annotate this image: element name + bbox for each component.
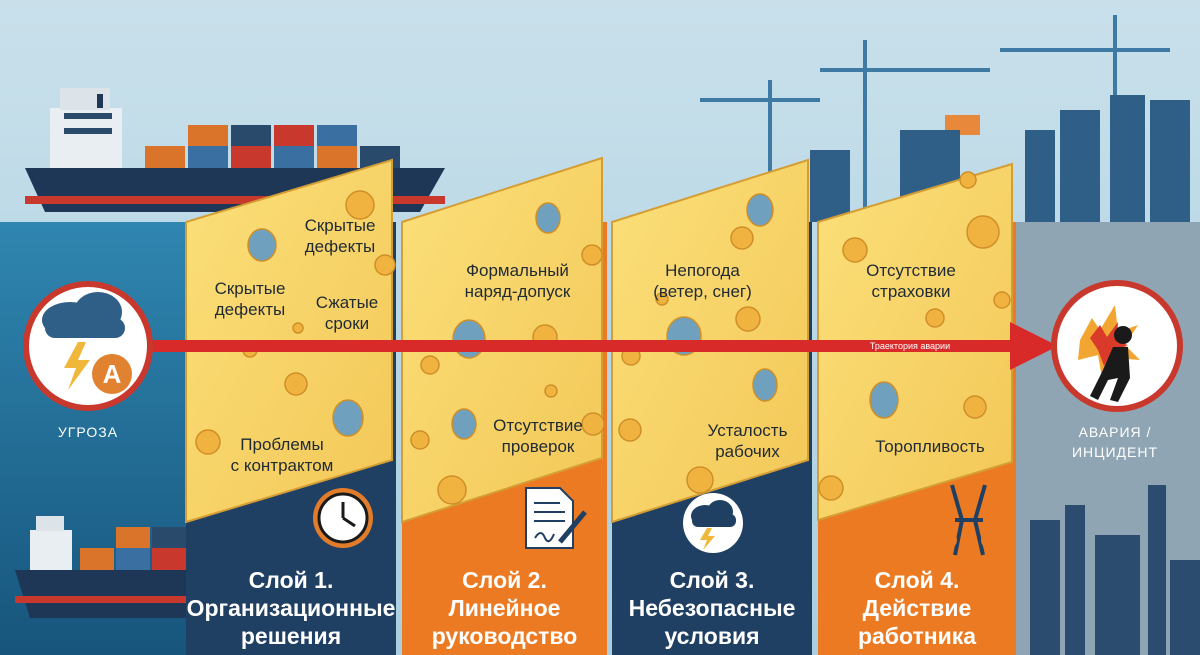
trajectory-arrow	[150, 322, 1058, 370]
trajectory-label: Траектория аварии	[869, 341, 951, 351]
storm-threat-icon	[23, 281, 153, 411]
layer-4-label-2-line-1: Торопливость	[875, 437, 985, 456]
layer-4-title: Слой 4. Действие работника	[818, 566, 1016, 650]
layer-2-label-1-line-1: Формальный	[466, 261, 569, 280]
layer-1-label-1-line-1: Скрытые	[304, 216, 376, 235]
clock-icon	[313, 488, 373, 548]
layer-2-title-line-3: руководство	[431, 623, 578, 649]
layer-4-title-line-2: Действие	[862, 595, 972, 621]
layer-1-title: Слой 1. Организационные решения	[186, 566, 396, 650]
layer-1-label-2: Скрытые дефекты	[200, 278, 300, 320]
layer-1-label-2-line-2: дефекты	[214, 300, 286, 319]
layer-2-label-1: Формальный наряд-допуск	[450, 260, 585, 302]
layer-2-label-2-line-2: проверок	[501, 437, 575, 456]
safety-harness-icon	[939, 484, 999, 556]
threat-badge: A	[102, 359, 122, 389]
layer-3-label-2-line-1: Усталость	[707, 421, 788, 440]
layer-2-label-2: Отсутствие проверок	[478, 415, 598, 457]
layer-1-label-4: Проблемы с контрактом	[222, 434, 342, 476]
accident-worker-icon	[1051, 280, 1183, 412]
outcome-label-line1: АВАРИЯ /	[1078, 424, 1152, 440]
layer-4-label-1-line-1: Отсутствие	[866, 261, 956, 280]
layer-3-label-1-line-2: (ветер, снег)	[653, 282, 752, 301]
layer-1-label-4-line-2: с контрактом	[230, 456, 334, 475]
layer-3-label-2: Усталость рабочих	[695, 420, 800, 462]
layer-2-title-line-1: Слой 2.	[462, 567, 547, 593]
layer-1-label-3: Сжатые сроки	[307, 292, 387, 334]
layer-4-title-line-1: Слой 4.	[874, 567, 960, 593]
layer-1-label-1: Скрытые дефекты	[290, 215, 390, 257]
layer-4-label-1-line-2: страховки	[871, 282, 951, 301]
signed-document-icon	[525, 487, 587, 549]
layer-1-label-1-line-2: дефекты	[304, 237, 376, 256]
layer-3	[611, 158, 812, 655]
layer-3-title-line-1: Слой 3.	[669, 567, 755, 593]
layer-3-label-1-line-1: Непогода	[665, 261, 740, 280]
layer-1-label-3-line-2: сроки	[324, 314, 370, 333]
layer-4-title-line-3: работника	[857, 623, 977, 649]
factory-bottom-icon	[1030, 485, 1200, 655]
layer-3-title-line-2: Небезопасные	[628, 595, 796, 621]
outcome-label: АВАРИЯ / ИНЦИДЕНТ	[1050, 422, 1180, 462]
layer-2-label-2-line-1: Отсутствие	[493, 416, 583, 435]
layer-1-label-3-line-1: Сжатые	[315, 293, 379, 312]
layer-1-label-2-line-1: Скрытые	[214, 279, 286, 298]
layer-4-label-2: Торопливость	[865, 436, 995, 457]
layer-3-title-line-3: условия	[664, 623, 760, 649]
layer-1-title-line-1: Слой 1.	[248, 567, 334, 593]
layer-4-label-1: Отсутствие страховки	[855, 260, 967, 302]
layer-2-label-1-line-2: наряд-допуск	[464, 282, 571, 301]
outcome-label-line2: ИНЦИДЕНТ	[1071, 444, 1159, 460]
layer-3-label-1: Непогода (ветер, снег)	[640, 260, 765, 302]
layer-1-label-4-line-1: Проблемы	[240, 435, 324, 454]
layer-2-title-line-2: Линейное	[448, 595, 561, 621]
container-ship-bottom-icon	[15, 516, 190, 618]
layer-1-title-line-2: Организационные	[186, 595, 396, 621]
storm-cloud-icon	[683, 493, 743, 553]
threat-label: УГРОЗА	[57, 424, 119, 440]
layer-1-title-line-3: решения	[240, 623, 342, 649]
layer-3-label-2-line-2: рабочих	[715, 442, 780, 461]
layer-2-title: Слой 2. Линейное руководство	[402, 566, 607, 650]
layer-3-title: Слой 3. Небезопасные условия	[612, 566, 812, 650]
